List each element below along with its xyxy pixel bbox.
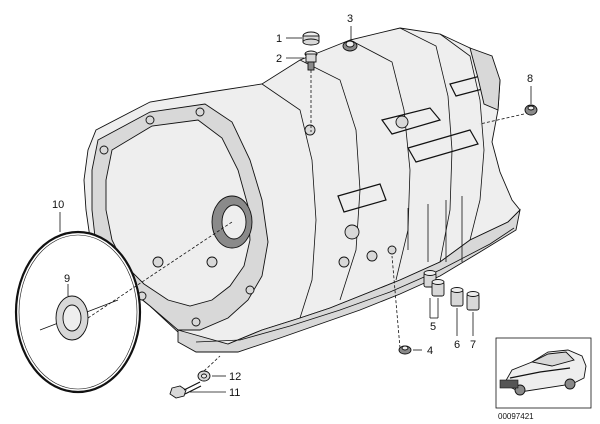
callout-12: 12 <box>229 371 241 383</box>
callout-1: 1 <box>276 33 282 45</box>
callout-6: 6 <box>454 339 460 351</box>
part-8-plug <box>524 104 538 116</box>
callout-8: 8 <box>527 73 533 85</box>
part-3-plug <box>342 40 358 52</box>
callouts: 1 2 3 4 5 6 7 8 9 10 11 12 <box>52 13 533 399</box>
reference-number: 00097421 <box>498 412 534 421</box>
part-1-screw-plug <box>302 31 320 46</box>
callout-2: 2 <box>276 53 282 65</box>
part-12-washer <box>197 370 211 382</box>
part-9-shaft-seal <box>55 295 89 341</box>
callout-4: 4 <box>427 345 433 357</box>
part-7-sleeve <box>466 291 480 311</box>
part-4-plug <box>398 345 412 355</box>
transmission-housing <box>83 27 521 353</box>
part-2-drain-plug <box>304 50 318 71</box>
leader-lines <box>59 26 532 393</box>
callout-9: 9 <box>64 273 70 285</box>
vehicle-thumbnail <box>495 337 592 409</box>
callout-5: 5 <box>430 321 436 333</box>
callout-11: 11 <box>229 387 240 399</box>
callout-7: 7 <box>470 339 476 351</box>
callout-3: 3 <box>347 13 353 25</box>
part-5-sleeve <box>423 270 445 297</box>
part-6-sleeve <box>450 287 464 307</box>
callout-10: 10 <box>52 199 64 211</box>
part-11-hex-bolt <box>169 381 202 399</box>
